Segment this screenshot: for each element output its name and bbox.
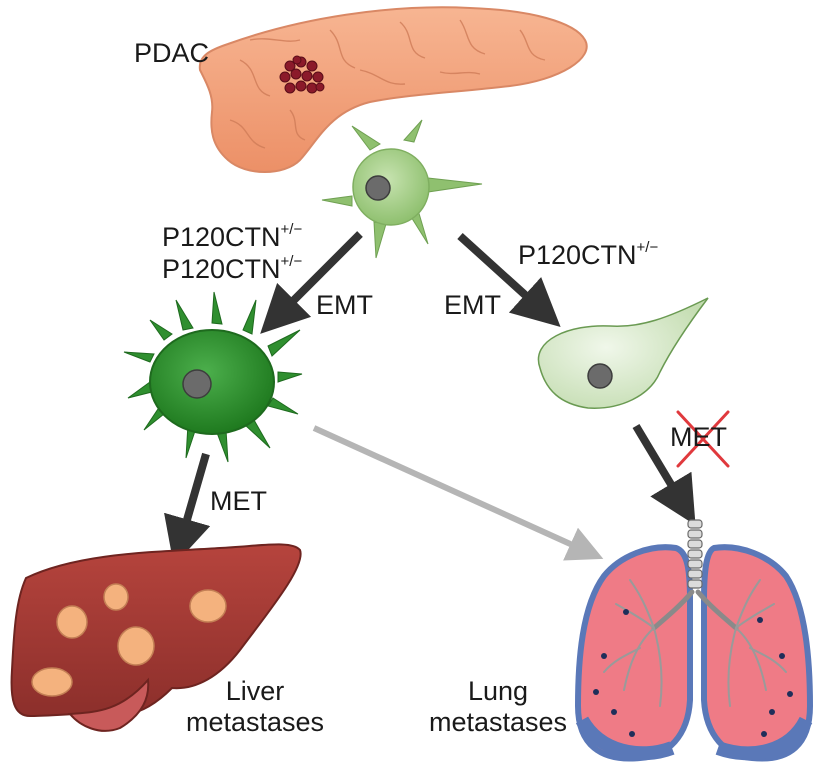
label-p120ctn-left-2-text: P120CTN — [162, 254, 281, 284]
pancreas-icon — [198, 6, 588, 173]
mesenchymal-cell-spiky-icon — [123, 291, 303, 463]
label-p120ctn-right: P120CTN+/− — [518, 239, 659, 271]
arrow-to-liver — [164, 452, 211, 566]
label-p120ctn-left-2-sup: +/− — [280, 253, 303, 270]
label-p120ctn-left-1-text: P120CTN — [162, 222, 281, 252]
label-p120ctn-right-sup: +/− — [636, 239, 659, 256]
label-p120ctn-left-2: P120CTN+/− — [162, 253, 303, 285]
arrow-to-lung — [632, 423, 696, 526]
label-met-crossed: MET — [670, 422, 727, 452]
tumor-cluster-icon — [279, 55, 325, 94]
label-p120ctn-left-1: P120CTN+/− — [162, 221, 303, 253]
liver-icon — [10, 543, 302, 732]
label-p120ctn-right-text: P120CTN — [518, 240, 637, 270]
cross-mark-icon — [676, 410, 730, 468]
mesenchymal-cell-pale-icon — [537, 297, 709, 409]
label-liver-line1: Liver — [225, 676, 285, 706]
label-emt-right: EMT — [444, 290, 501, 320]
label-liver-line2: metastases — [185, 707, 325, 738]
arrow-to-pale-cell — [457, 233, 561, 328]
arrows — [164, 231, 696, 566]
label-liver-metastases: Liver metastases — [180, 676, 330, 738]
label-met-left: MET — [210, 486, 267, 516]
label-pdac: PDAC — [134, 38, 210, 68]
label-p120ctn-left-1-sup: +/− — [280, 221, 303, 238]
label-lung-line1: Lung — [467, 676, 529, 706]
label-emt-left: EMT — [316, 290, 373, 320]
epithelial-cell-icon — [321, 119, 483, 259]
arrow-grey-to-lung — [312, 425, 604, 561]
arrow-to-spiky-cell — [260, 231, 363, 334]
label-lung-metastases: Lung metastases — [418, 676, 578, 738]
label-lung-line2: metastases — [428, 707, 568, 738]
lungs-icon — [574, 519, 814, 762]
